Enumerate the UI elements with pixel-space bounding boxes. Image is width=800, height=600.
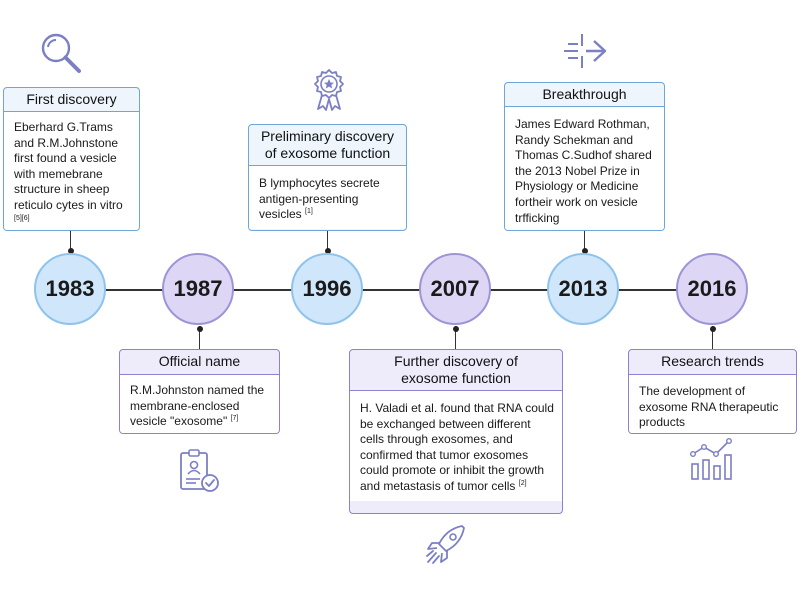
timeline-axis (72, 289, 714, 291)
connector-dot-2007 (452, 326, 459, 332)
event-card-2013: Breakthrough James Edward Rothman, Randy… (504, 82, 665, 231)
connector-dot-2013 (581, 248, 588, 254)
event-description: James Edward Rothman, Randy Schekman and… (505, 107, 664, 230)
event-text: H. Valadi et al. found that RNA could be… (360, 401, 554, 493)
connector-dot-1987 (196, 326, 203, 332)
year-node-2013: 2013 (547, 253, 619, 325)
connector-1983 (70, 230, 72, 254)
event-title: Official name (120, 350, 279, 375)
award-ribbon-icon (314, 69, 344, 111)
event-card-1996: Preliminary discovery of exosome functio… (248, 124, 407, 231)
year-node-2007: 2007 (419, 253, 491, 325)
connector-1996 (327, 230, 329, 254)
citation-ref: [1] (305, 208, 313, 216)
connector-dot-2016 (709, 326, 716, 332)
event-card-1983: First discovery Eberhard G.Trams and R.M… (3, 87, 140, 231)
event-description: R.M.Johnston named the membrane-enclosed… (120, 375, 279, 433)
breakthrough-arrow-icon (564, 34, 607, 68)
event-title: First discovery (4, 88, 139, 112)
event-description: The development of exosome RNA therapeut… (629, 375, 796, 433)
citation-ref: [5][6] (14, 214, 30, 222)
connector-dot-1996 (324, 248, 331, 254)
event-description: H. Valadi et al. found that RNA could be… (350, 391, 562, 501)
year-node-2016: 2016 (676, 253, 748, 325)
year-node-1987: 1987 (162, 253, 234, 325)
event-text: The development of exosome RNA therapeut… (639, 384, 779, 430)
connector-1987 (199, 326, 201, 350)
connector-2007 (455, 326, 457, 350)
id-badge-check-icon (180, 449, 219, 492)
magnifier-icon (41, 33, 81, 73)
connector-dot-1983 (67, 248, 74, 254)
year-node-1996: 1996 (291, 253, 363, 325)
year-node-1983: 1983 (34, 253, 106, 325)
event-card-2007: Further discovery of exosome function H.… (349, 349, 563, 514)
citation-ref: [7] (230, 415, 239, 423)
event-title: Research trends (629, 350, 796, 375)
event-text: R.M.Johnston named the membrane-enclosed… (130, 383, 265, 429)
connector-2013 (584, 230, 586, 254)
event-text: B lymphocytes secrete antigen-presenting… (259, 176, 380, 222)
event-card-2016: Research trends The development of exoso… (628, 349, 797, 434)
event-description: Eberhard G.Trams and R.M.Johnstone first… (4, 112, 139, 230)
event-title: Further discovery of exosome function (350, 350, 562, 391)
event-card-1987: Official name R.M.Johnston named the mem… (119, 349, 280, 434)
event-description: B lymphocytes secrete antigen-presenting… (249, 166, 406, 229)
rocket-icon (426, 525, 465, 564)
event-text: James Edward Rothman, Randy Schekman and… (515, 117, 652, 225)
event-title: Breakthrough (505, 83, 664, 107)
connector-2016 (712, 326, 714, 350)
trend-chart-icon (690, 438, 733, 480)
citation-ref: [2] (518, 479, 527, 487)
event-title: Preliminary discovery of exosome functio… (249, 125, 406, 166)
event-text: Eberhard G.Trams and R.M.Johnstone first… (14, 120, 123, 212)
